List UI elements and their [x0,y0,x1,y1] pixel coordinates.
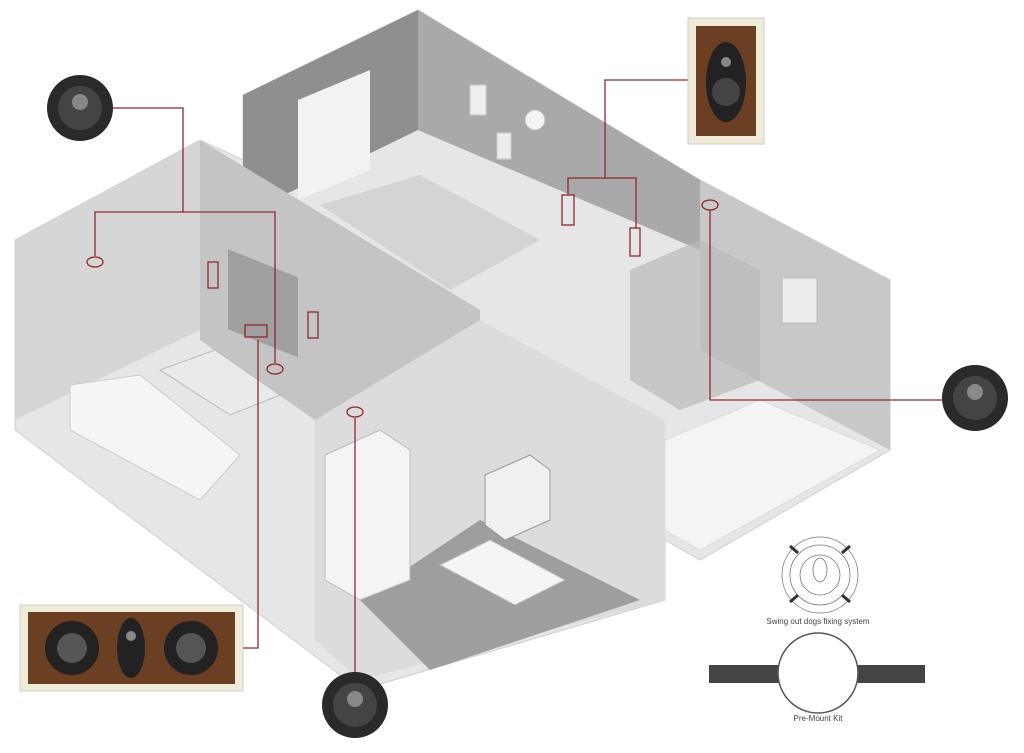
pre-mount-kit-caption: Pre-Mount Kit [793,714,843,723]
ceiling-speaker-right [942,365,1008,431]
bathroom-floor [664,399,882,551]
sofa [69,374,241,501]
bed [320,175,540,290]
fixing-system-caption: Swing out dogs fixing system [766,617,870,626]
mirror [781,277,818,324]
coffee-table [158,349,282,416]
dining-table [438,539,567,606]
window [298,70,370,200]
connector-lines [94,79,942,672]
clock-icon [524,109,546,131]
living-room-left-wall [15,140,200,420]
in-wall-speaker-lcr [19,604,244,692]
ceiling-speaker-bottom [322,672,388,738]
picture-frame [469,84,487,116]
living-room-back-wall [200,140,480,420]
pre-mount-kit-diagram [709,632,925,714]
fixing-system-diagram [781,536,859,614]
shower-glass [630,240,760,410]
ceiling-speaker-markers [86,194,719,418]
in-wall-speaker-tall [687,17,765,145]
stove [484,454,551,541]
fridge [324,429,411,601]
bedroom-side-wall [418,10,700,250]
picture-frame [496,132,512,160]
ceiling-speaker-top-left [47,75,113,141]
